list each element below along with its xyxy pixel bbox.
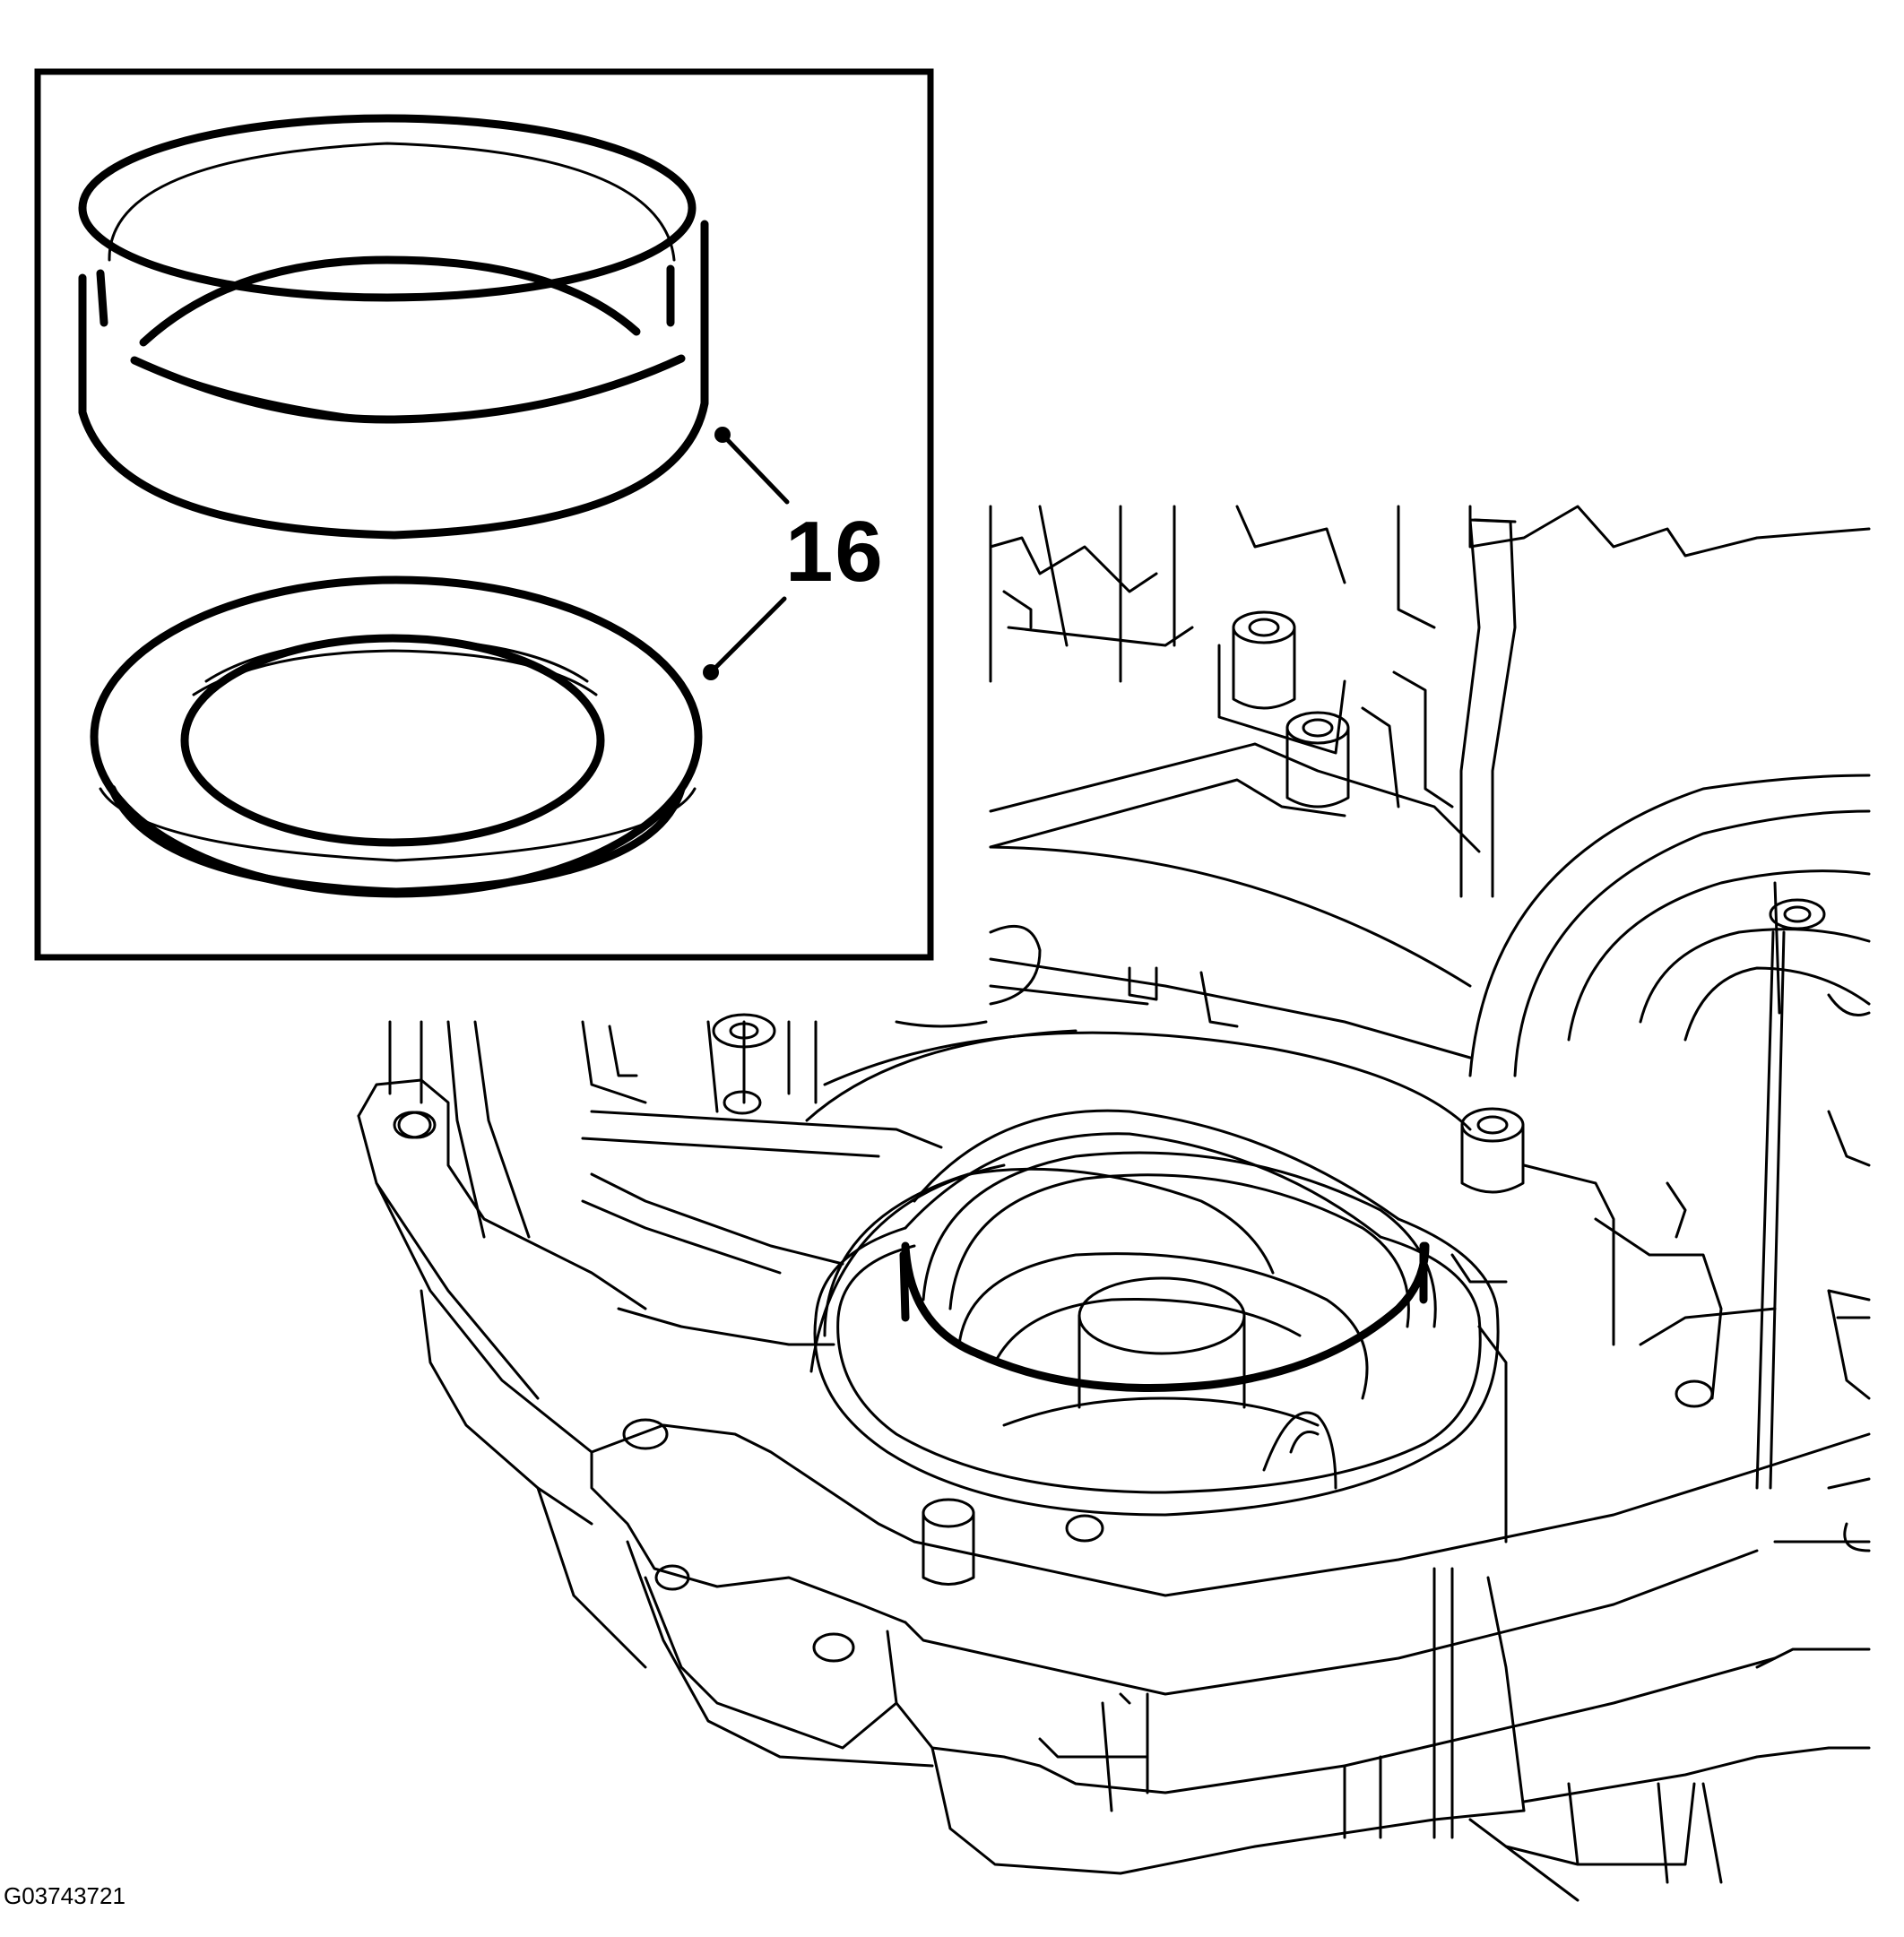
bolt-boss-top-1: [1217, 610, 1346, 755]
inset-box: [34, 68, 934, 961]
seal-washer-part: [90, 575, 703, 898]
leader-lines: [703, 427, 790, 680]
centre-shaft: [1002, 1276, 1320, 1427]
installed-seal-ring: [901, 1241, 1430, 1392]
figure-id: G03743721: [4, 1882, 125, 1909]
callout-number: 16: [785, 504, 885, 600]
sleeve-part: [78, 114, 709, 540]
centre-seal-housing: [805, 1029, 1508, 1544]
flange-bolt-holes: [397, 1111, 1714, 1663]
housing-drawing: [357, 505, 1871, 1902]
dowel-pin: [922, 1498, 975, 1586]
lower-flange: [420, 1289, 1871, 1902]
bolt-boss-mid-right: [1460, 1107, 1525, 1194]
right-housing-ring: [1468, 774, 1871, 1077]
bolt-boss-top-2: [1285, 711, 1350, 809]
